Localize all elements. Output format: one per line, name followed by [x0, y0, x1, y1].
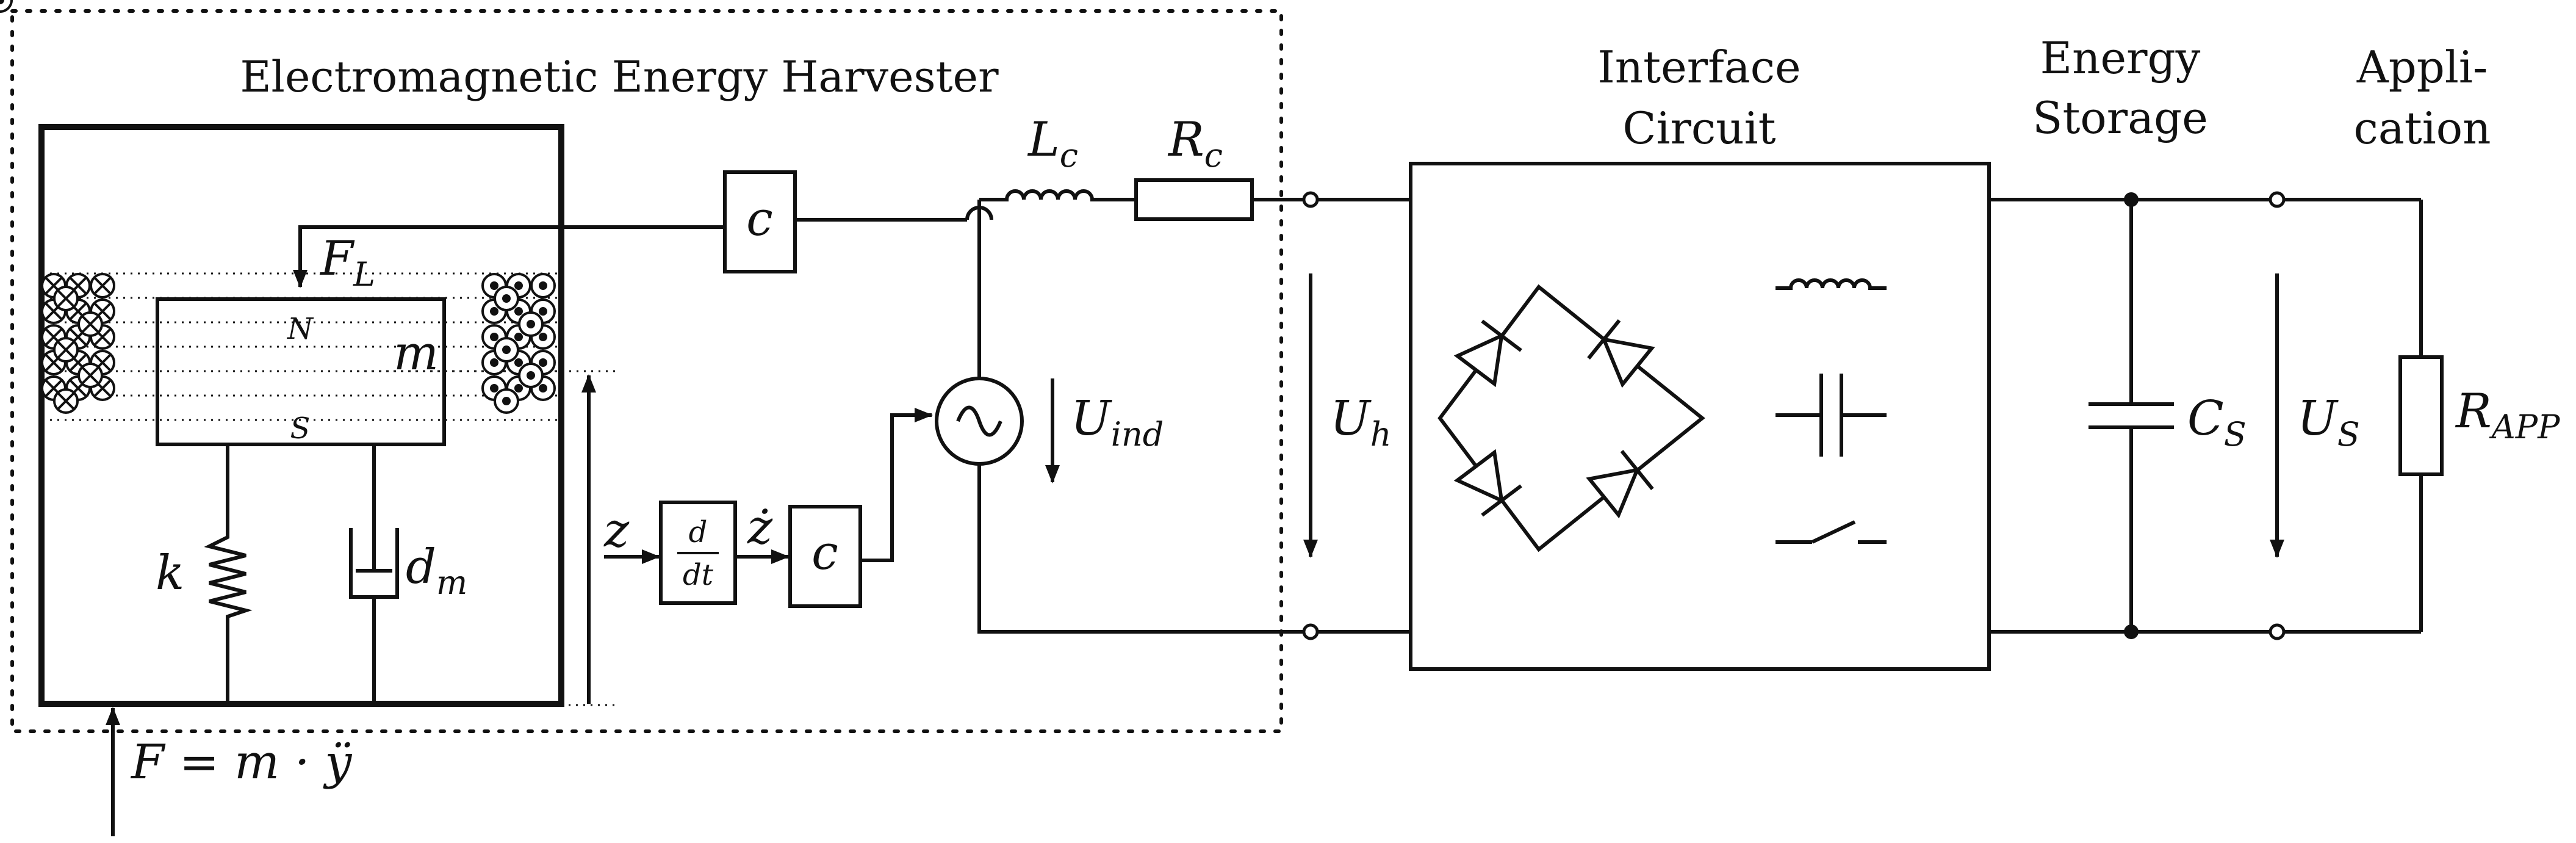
housing-frame — [38, 124, 564, 707]
harvester-group: Electromagnetic Energy Harvester N S m F… — [0, 0, 1311, 836]
lorentz-force-arrow — [293, 225, 725, 288]
coupling-block-bottom — [788, 505, 862, 608]
storage-capacitor-label: CS — [2187, 391, 2247, 454]
damper-symbol — [349, 444, 399, 704]
application-load-resistor — [2398, 355, 2444, 476]
interface-title-line1: Interface — [1597, 42, 1801, 93]
interface-circuit-group: Interface Circuit — [1409, 42, 1991, 671]
coupling-block-top — [723, 170, 797, 273]
damper-label: dm — [406, 540, 467, 602]
coil-left-into-page — [0, 0, 115, 414]
derivative-block — [659, 501, 737, 605]
diode-bridge — [1437, 284, 1705, 552]
derivative-denominator: dt — [683, 558, 714, 592]
coil-resistor — [1134, 178, 1254, 221]
application-title-line1: Appli- — [2356, 42, 2488, 93]
velocity-label: ż — [747, 500, 773, 555]
spring-symbol — [204, 444, 253, 704]
excitation-label: F = m · ÿ — [130, 735, 352, 790]
interface-title-line2: Circuit — [1622, 103, 1775, 154]
harvester-title: Electromagnetic Energy Harvester — [240, 52, 999, 102]
mass-label: m — [394, 326, 439, 381]
application-resistor-label: RAPP — [2455, 384, 2561, 446]
capacitor-symbol — [1775, 374, 1887, 457]
inductor-symbol — [1775, 278, 1887, 290]
coil-right-out-of-page — [0, 0, 556, 414]
magnet-mass — [156, 297, 446, 446]
application-group: Appli- cation RAPP — [2284, 42, 2561, 634]
spring-label: k — [156, 546, 184, 601]
energy-storage-group: Energy Storage CS US — [1989, 32, 2360, 640]
storage-voltage-label: US — [2297, 391, 2360, 454]
harvester-output-terminals: Uh — [1302, 191, 1411, 640]
coil-inductor — [979, 189, 1136, 201]
resistance-label: Rc — [1167, 112, 1223, 175]
ac-symbol — [956, 405, 1002, 437]
harvester-voltage-label: Uh — [1330, 391, 1392, 454]
induced-signal-arrow — [860, 408, 933, 562]
position-label: z — [603, 503, 630, 558]
magnet-north-label: N — [287, 312, 314, 346]
lorentz-force-label: FL — [319, 231, 375, 294]
storage-title-line1: Energy — [2040, 32, 2201, 84]
interface-box — [1409, 162, 1991, 671]
harvester-boundary — [10, 9, 1283, 733]
magnet-south-label: S — [290, 411, 311, 446]
storage-capacitor — [2089, 200, 2174, 632]
source-lower-wire — [977, 464, 1311, 634]
application-title-line2: cation — [2354, 103, 2491, 154]
coupling-label-bottom: c — [811, 526, 838, 581]
field-lines — [43, 272, 616, 706]
storage-title-line2: Storage — [2032, 92, 2208, 143]
induced-voltage-label: Uind — [1071, 391, 1164, 454]
derivative-numerator: d — [689, 515, 708, 549]
coupling-label-top: c — [746, 192, 773, 247]
switch-symbol — [1775, 520, 1887, 544]
inductance-label: Lc — [1027, 112, 1078, 175]
